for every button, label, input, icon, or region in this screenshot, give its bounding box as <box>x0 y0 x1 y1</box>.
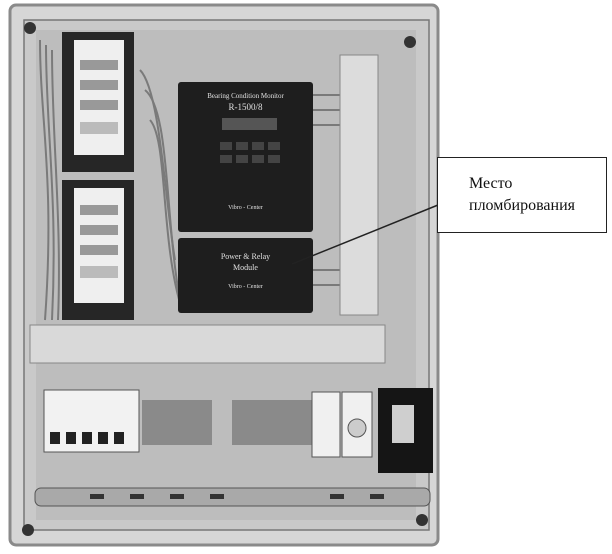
terminal-module-lower <box>62 180 134 320</box>
rcd-device <box>311 391 341 458</box>
vertical-duct <box>339 54 379 316</box>
monitor-brand: Vibro - Center <box>228 205 263 211</box>
bottom-rail <box>34 487 431 507</box>
relay-subtitle: Module <box>233 263 258 272</box>
breakers <box>43 389 140 453</box>
bearing-monitor <box>178 82 313 232</box>
relay-title: Power & Relay <box>220 252 271 261</box>
cable-bundles <box>39 39 345 321</box>
sealing-place-callout: Место пломбирования <box>437 157 607 233</box>
callout-line-1: Место <box>469 175 513 192</box>
monitor-display <box>222 118 277 130</box>
callout-pointer <box>291 204 439 265</box>
horizontal-duct <box>29 324 386 364</box>
monitor-model: R-1500/8 <box>228 102 263 112</box>
terminal-blocks <box>142 400 312 445</box>
callout-line-2: пломбирования <box>469 197 575 214</box>
relay-module <box>178 238 313 313</box>
relay-brand: Vibro - Center <box>228 284 263 290</box>
terminal-module-upper <box>62 32 134 172</box>
monitor-title: Bearing Condition Monitor <box>207 92 284 100</box>
